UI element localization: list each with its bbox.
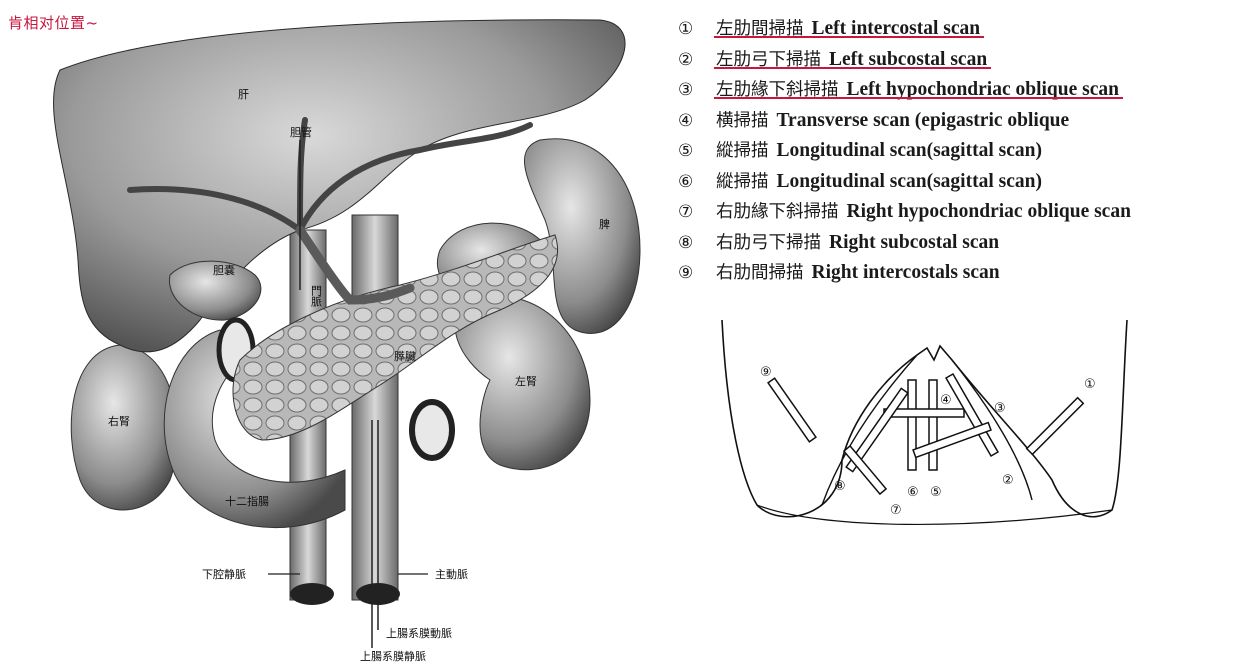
pancreas-shape — [232, 234, 559, 441]
rib-margin-right — [821, 354, 918, 506]
scan-name-ja: 右肋間掃描 — [716, 263, 804, 283]
handwritten-note: 肯相对位置~ — [8, 14, 99, 32]
torso-num-5: ⑤ — [930, 485, 942, 500]
scan-name-ja: 右肋弓下掃描 — [716, 232, 821, 253]
ivc-opening — [290, 583, 334, 605]
scan-number: ③ — [678, 80, 694, 100]
torso-scan-diagram: ⑨ ① ④ ③ ② ⑧ ⑥ ⑤ ⑦ — [721, 319, 1128, 525]
scan-item-4: ④ 横掃描 Transverse scan (epigastric oblique — [678, 106, 1131, 137]
aorta-vessel — [351, 214, 399, 601]
scan-bar-8 — [842, 444, 888, 496]
scan-name-ja: 右肋緣下斜掃描 — [716, 202, 839, 222]
smv-label: 上腸系膜静脈 — [360, 649, 426, 663]
portal-vein — [295, 225, 415, 305]
scan-name-en: Right subcostal scan — [829, 231, 1000, 253]
scan-item-6: ⑥ 縱掃描 Longitudinal scan(sagittal scan) — [678, 167, 1131, 198]
duodenum-label: 十二指腸 — [225, 494, 269, 508]
scan-name-ja: 縱掃描 — [716, 171, 769, 192]
scan-name-en: Transverse scan (epigastric oblique — [776, 109, 1070, 131]
scan-name-ja: 左肋弓下掃描 — [716, 49, 821, 70]
scan-bar-7 — [845, 387, 909, 473]
scan-name-en: Longitudinal scan(sagittal scan) — [776, 140, 1042, 161]
scan-bar-9 — [767, 377, 817, 443]
scan-item-7: ⑦ 右肋緣下斜掃描 Right hypochondriac oblique scan — [678, 197, 1131, 228]
scan-item-2: ② 左肋弓下掃描 Left subcostal scan — [678, 45, 1131, 76]
scan-item-8: ⑧ 右肋弓下掃描 Right subcostal scan — [678, 228, 1131, 259]
torso-num-1: ① — [1084, 377, 1096, 392]
scan-name-ja: 左肋緣下斜掃描 — [716, 80, 839, 100]
scan-bar-6 — [907, 379, 917, 471]
left-kidney-shape — [454, 295, 591, 471]
torso-num-9: ⑨ — [760, 365, 772, 380]
scan-name-ja: 縱掃描 — [716, 141, 769, 161]
torso-num-7: ⑦ — [890, 503, 902, 518]
ivc-label: 下腔静脈 — [202, 567, 246, 581]
scan-item-9: ⑨ 右肋間掃描 Right intercostals scan — [678, 258, 1131, 289]
gallbladder-label: 胆嚢 — [213, 263, 235, 277]
highlight-underline — [714, 36, 985, 38]
spleen-label: 脾 — [599, 217, 610, 231]
anatomy-illustration: 肝 胆管 脾 胆嚢 門脈 膵臓 右腎 左腎 十二指腸 下腔静脈 主動脈 上腸系膜… — [53, 19, 641, 663]
bile-duct-label: 胆管 — [290, 125, 312, 139]
scan-name-en: Right intercostals scan — [811, 262, 1000, 283]
liver-label: 肝 — [238, 88, 249, 101]
abdomen-lower — [756, 504, 1113, 525]
rib-margin-left — [951, 359, 1033, 501]
jejunum-opening — [409, 399, 455, 461]
scan-bars — [767, 373, 1085, 496]
scan-name-ja: 横掃描 — [716, 110, 769, 131]
scan-number: ⑥ — [678, 171, 694, 192]
scan-name-ja: 左肋間掃描 — [716, 19, 804, 39]
spleen-shape — [523, 138, 641, 334]
scan-item-1: ① 左肋間掃描 Left intercostal scan — [678, 14, 1131, 45]
torso-num-4: ④ — [940, 393, 952, 408]
left-kidney-label: 左腎 — [515, 375, 537, 388]
torso-num-8: ⑧ — [834, 479, 846, 494]
portal-vein-label: 門脈 — [310, 285, 323, 308]
duodenum-shape — [163, 329, 346, 529]
pancreas-label: 膵臓 — [394, 350, 416, 363]
gallbladder-shape — [169, 260, 262, 321]
aorta-label: 主動脈 — [435, 567, 468, 581]
scan-bar-2 — [912, 421, 992, 459]
scan-name-en: Left intercostal scan — [811, 18, 981, 39]
scan-number: ② — [678, 49, 694, 70]
sma-label: 上腸系膜動脈 — [386, 626, 452, 640]
scan-name-en: Left hypochondriac oblique scan — [846, 79, 1120, 100]
scan-name-en: Right hypochondriac oblique scan — [846, 201, 1131, 222]
scan-name-en: Longitudinal scan(sagittal scan) — [776, 170, 1042, 192]
scan-number: ① — [678, 19, 694, 39]
highlight-underline — [714, 97, 1123, 99]
scan-number: ⑧ — [678, 232, 694, 253]
torso-outline — [721, 319, 1128, 518]
scan-bar-1 — [1025, 396, 1085, 456]
torso-num-6: ⑥ — [907, 485, 919, 500]
scan-bar-3 — [945, 373, 999, 457]
torso-num-2: ② — [1002, 473, 1014, 488]
scan-number: ⑤ — [678, 141, 694, 161]
scan-number: ⑨ — [678, 263, 694, 283]
scan-item-3: ③ 左肋緣下斜掃描 Left hypochondriac oblique scan — [678, 75, 1131, 106]
scan-number: ⑦ — [678, 202, 694, 222]
right-kidney-label: 右腎 — [108, 414, 130, 428]
scan-list: ① 左肋間掃描 Left intercostal scan ② 左肋弓下掃描 Left s… — [678, 14, 1131, 289]
highlight-underline — [714, 66, 992, 69]
torso-num-3: ③ — [994, 401, 1006, 416]
scan-item-5: ⑤ 縱掃描 Longitudinal scan(sagittal scan) — [678, 136, 1131, 167]
scan-number: ④ — [678, 110, 694, 131]
scan-name-en: Left subcostal scan — [829, 48, 988, 70]
scan-bar-5 — [928, 379, 938, 471]
